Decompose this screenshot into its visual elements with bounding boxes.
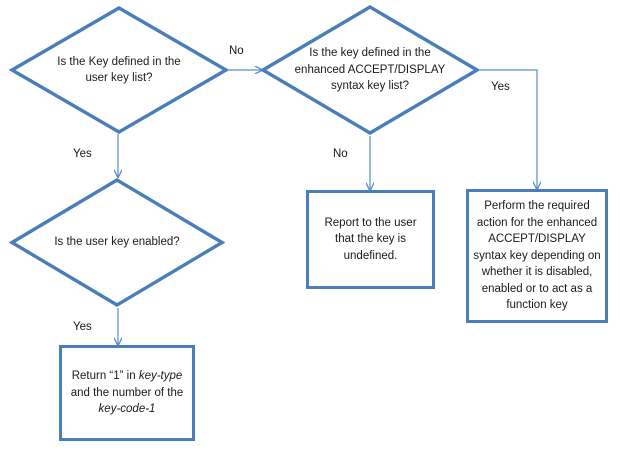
decision-d1-label: Is the Key defined in the user key list?	[57, 55, 181, 85]
edge-label-d3-to-p1: Yes	[73, 321, 92, 333]
decision-d3-label: Is the user key enabled?	[54, 236, 180, 249]
diamond-outline-icon	[9, 178, 225, 307]
process-p2-label: Report to the user that the key is undef…	[324, 216, 417, 262]
edge-label-d2-to-p3: Yes	[491, 81, 510, 93]
process-p1-label: Return “1” in key-type and the number of…	[70, 370, 184, 416]
edge-label-d1-to-d2: No	[229, 45, 244, 57]
decision-is-key-defined-in-user-key-list[interactable]: Is the Key defined in the user key list?	[9, 5, 229, 135]
edge-label-d1-to-d3: Yes	[73, 148, 92, 160]
decision-is-key-defined-in-enhanced-syntax-key-list[interactable]: Is the key defined in the enhanced ACCEP…	[260, 4, 480, 136]
process-report-key-undefined[interactable]: Report to the user that the key is undef…	[306, 190, 435, 289]
diamond-outline-icon	[9, 6, 229, 134]
edge-label-d2-to-p2: No	[333, 148, 348, 160]
diamond-outline-icon	[260, 5, 480, 135]
decision-d2-label: Is the key defined in the enhanced ACCEP…	[294, 47, 446, 93]
decision-is-user-key-enabled[interactable]: Is the user key enabled?	[9, 177, 225, 308]
process-perform-required-action[interactable]: Perform the required action for the enha…	[466, 189, 608, 323]
process-p3-label: Perform the required action for the enha…	[473, 200, 601, 312]
process-return-1-in-key-type[interactable]: Return “1” in key-type and the number of…	[59, 345, 195, 441]
